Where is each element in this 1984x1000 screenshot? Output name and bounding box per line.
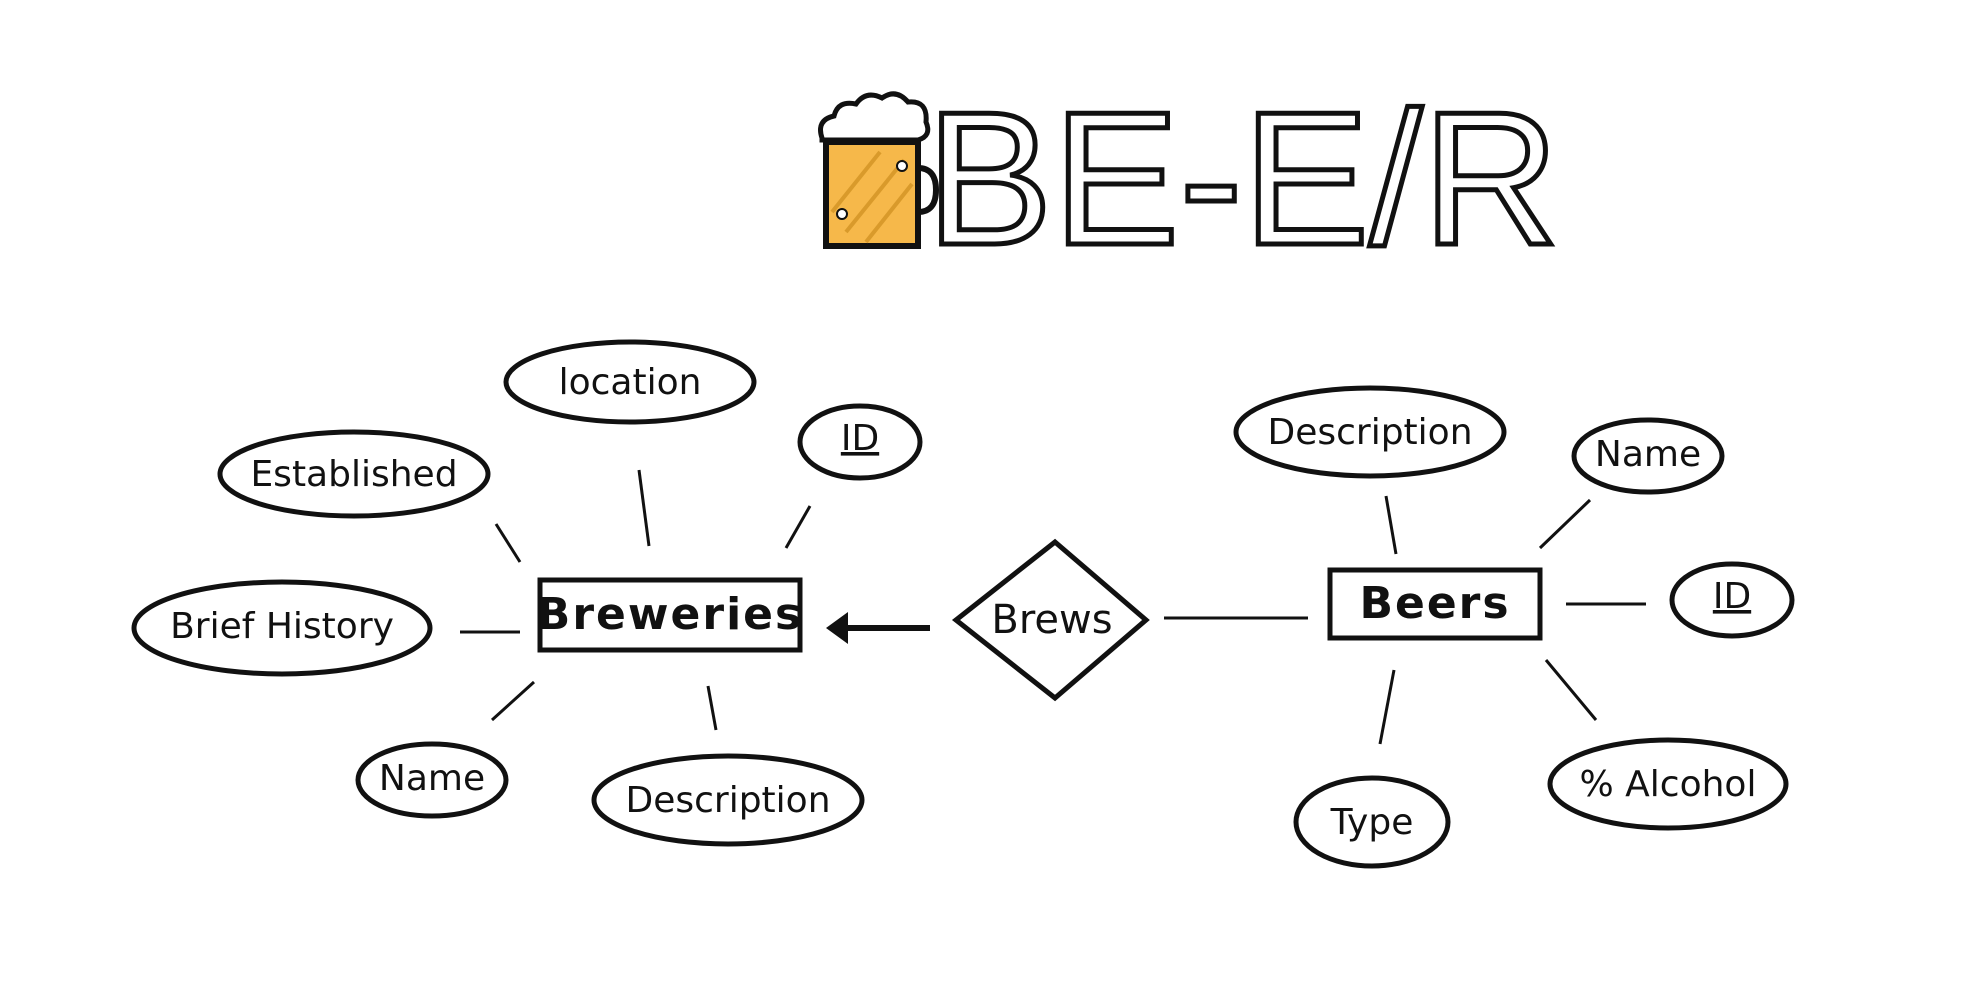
attr-beer-description[interactable]: Description <box>1233 385 1507 479</box>
entity-breweries-label: Breweries <box>537 589 803 640</box>
entity-beers-label: Beers <box>1359 578 1510 629</box>
attr-brewery-id-label: ID <box>841 418 879 459</box>
attr-beer-alcohol-label: % Alcohol <box>1580 764 1757 805</box>
entity-breweries[interactable]: Breweries <box>537 577 803 653</box>
attr-beer-type[interactable]: Type <box>1293 775 1451 869</box>
page-title: BE-E/R <box>926 73 1559 285</box>
attr-beer-name-label: Name <box>1595 434 1701 475</box>
attr-brewery-description[interactable]: Description <box>591 753 865 847</box>
attr-brewery-brief-history-label: Brief History <box>170 606 394 647</box>
attr-beer-id-label: ID <box>1713 576 1751 617</box>
attr-brewery-name[interactable]: Name <box>355 741 509 819</box>
attr-brewery-id[interactable]: ID <box>797 403 923 481</box>
attr-brewery-established-label: Established <box>250 454 457 495</box>
attr-brewery-name-label: Name <box>379 758 485 799</box>
relationship-brews[interactable]: Brews <box>951 538 1150 702</box>
attr-beer-name[interactable]: Name <box>1571 417 1725 495</box>
connector-lines <box>460 469 1646 745</box>
cardinality-arrow <box>826 612 930 644</box>
attr-brewery-location[interactable]: location <box>503 339 757 425</box>
attr-beer-alcohol[interactable]: % Alcohol <box>1547 737 1789 831</box>
attr-brewery-location-label: location <box>559 362 702 403</box>
attr-beer-id[interactable]: ID <box>1669 561 1795 639</box>
beer-mug-icon <box>818 91 940 249</box>
attr-brewery-description-label: Description <box>625 780 830 821</box>
attr-beer-type-label: Type <box>1330 802 1414 843</box>
attr-brewery-brief-history[interactable]: Brief History <box>131 579 433 677</box>
attr-brewery-established[interactable]: Established <box>217 429 491 519</box>
entity-beers[interactable]: Beers <box>1327 567 1543 641</box>
attr-beer-description-label: Description <box>1267 412 1472 453</box>
relationship-brews-label: Brews <box>991 597 1112 643</box>
